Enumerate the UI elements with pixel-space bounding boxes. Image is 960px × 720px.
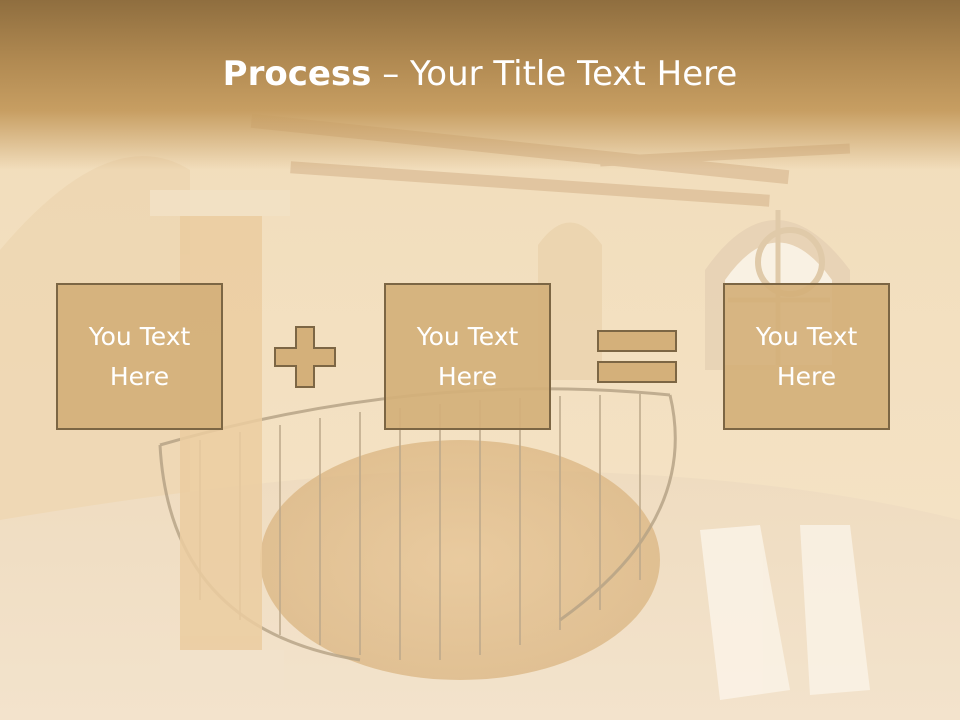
process-box-1-text: You Text Here (88, 321, 191, 391)
equals-icon (597, 330, 677, 383)
process-box-3[interactable]: You Text Here (723, 283, 890, 430)
page-title: Process – Your Title Text Here (0, 50, 960, 98)
process-box-2-text: You Text Here (416, 321, 519, 391)
title-rest: Your Title Text Here (410, 54, 738, 94)
title-bold: Process (222, 54, 372, 94)
plus-icon (274, 326, 336, 388)
process-box-2[interactable]: You Text Here (384, 283, 551, 430)
title-separator: – (371, 54, 411, 94)
process-box-1[interactable]: You Text Here (56, 283, 223, 430)
header-band (0, 0, 960, 170)
process-box-3-text: You Text Here (755, 321, 858, 391)
